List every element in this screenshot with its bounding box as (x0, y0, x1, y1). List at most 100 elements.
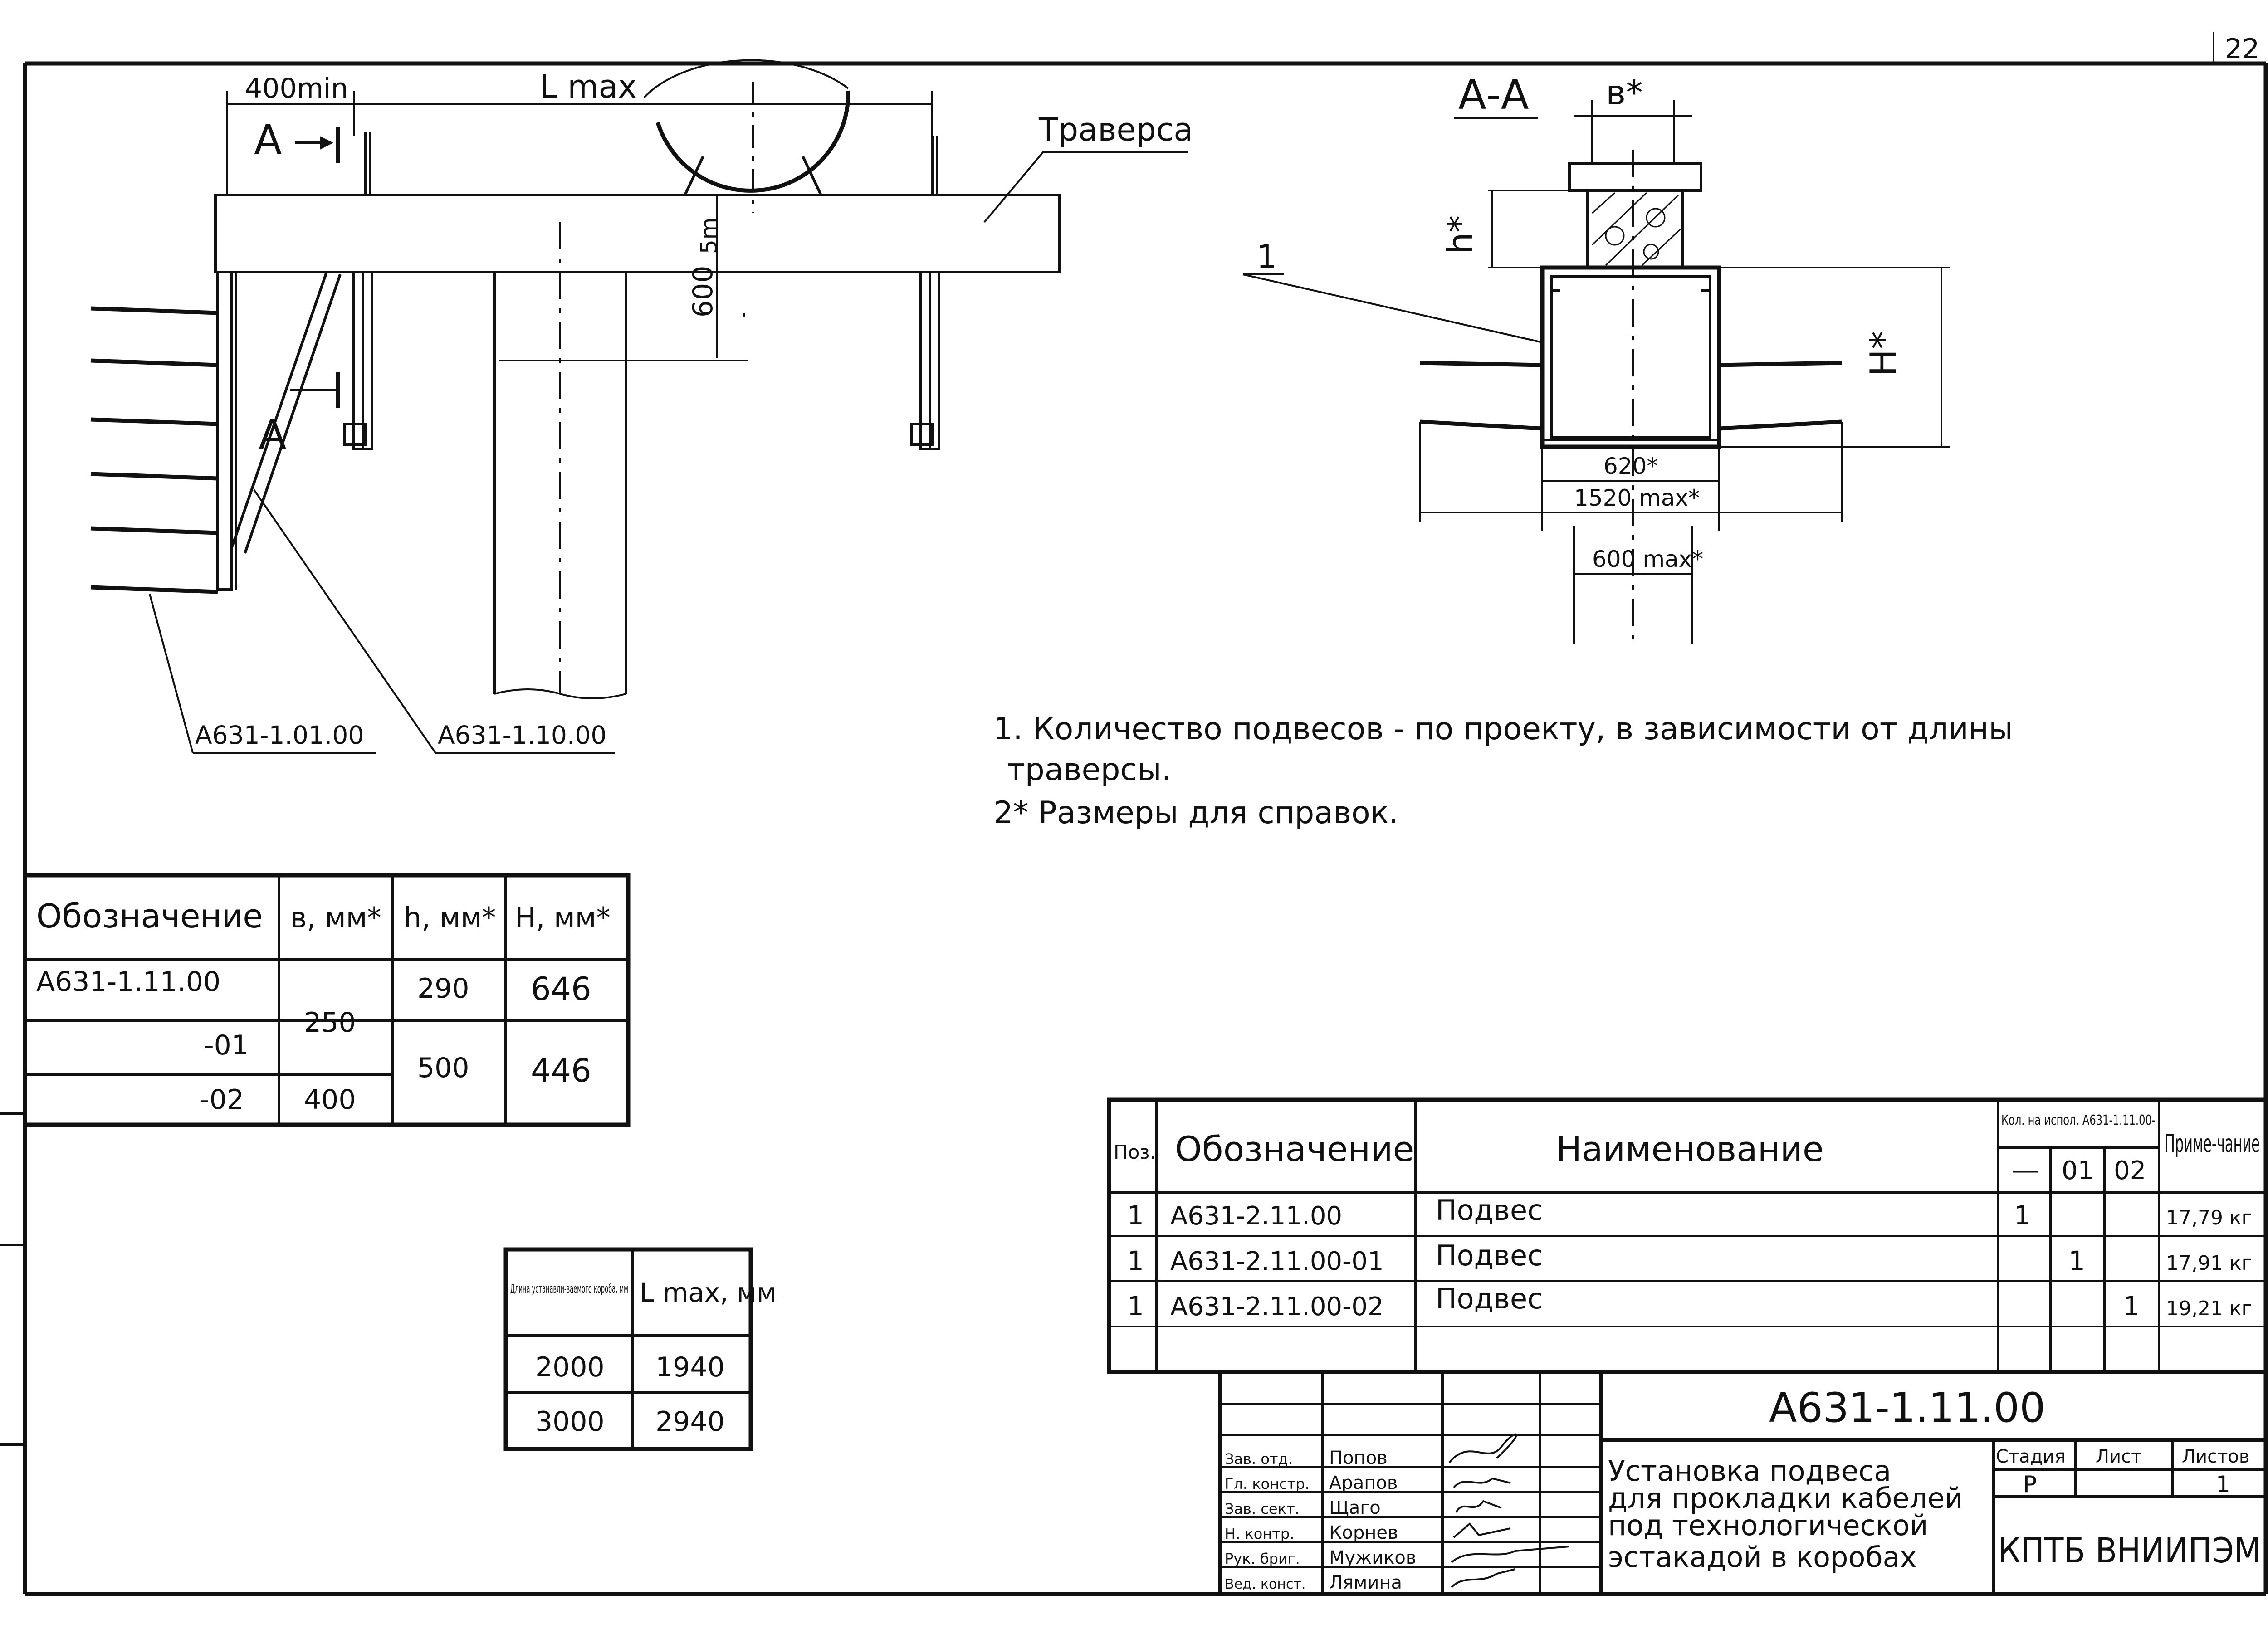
length-row1-lmax: 1940 (655, 1351, 725, 1383)
dims-row1-designation: А631-1.11.00 (36, 966, 220, 998)
title-line-4: эстакадой в коробах (1608, 1541, 1916, 1574)
dim-h: h* (1440, 215, 1480, 254)
role-4: Н. контр. (1225, 1525, 1294, 1542)
role-2: Гл. констр. (1225, 1475, 1310, 1493)
spec-row3-name: Подвес (1436, 1282, 1543, 1315)
dim-lmax: L max (540, 68, 637, 105)
length-header-right: L max, мм (640, 1277, 777, 1308)
dim-b: в* (1606, 73, 1643, 112)
spec-header-qty: Кол. на испол. А631-1.11.00- (2001, 1112, 2156, 1128)
name-5: Мужиков (1329, 1547, 1416, 1568)
dims-header-designation: Обозначение (36, 897, 263, 935)
callout-a631-1-10: А631-1.10.00 (438, 721, 606, 750)
dims-row2-designation: -01 (204, 1029, 249, 1061)
length-table: Длина устанавли-ваемого короба, мм L max… (503, 1247, 777, 1451)
name-1: Попов (1329, 1448, 1388, 1468)
spec-qty-col-0: — (2012, 1154, 2039, 1186)
title-line-1: Установка подвеса (1608, 1454, 1891, 1488)
cable-post (90, 271, 365, 594)
dims-header-H: H, мм* (515, 901, 611, 934)
elevation-view: 400min L max 5m 600 A A Траверса А631-1.… (90, 59, 1193, 754)
doc-code: А631-1.11.00 (1769, 1384, 2045, 1432)
dim-620: 620* (1603, 453, 1658, 479)
callout-a631-1-01: А631-1.01.00 (195, 721, 364, 750)
spec-row1-pos: 1 (1127, 1200, 1144, 1231)
spec-row2-pos: 1 (1127, 1245, 1144, 1276)
hatch (1591, 192, 1681, 266)
length-row2-length: 3000 (535, 1406, 605, 1438)
dims-header-b: в, мм* (290, 901, 381, 934)
name-3: Щаго (1329, 1497, 1381, 1518)
name-6: Лямина (1329, 1572, 1402, 1593)
dims-row3-designation: -02 (200, 1084, 244, 1116)
dims-header-h: h, мм* (404, 901, 496, 934)
page-mark: 22 (2225, 33, 2259, 65)
length-header-left: Длина устанавли-ваемого короба, мм (510, 1282, 628, 1296)
traverse-beam (214, 194, 1061, 273)
dim-5m: 5m (696, 217, 722, 254)
spec-header-name: Наименование (1556, 1129, 1824, 1169)
length-row2-lmax: 2940 (655, 1406, 725, 1438)
dim-400min: 400min (245, 73, 348, 104)
dim-600: 600 (687, 265, 719, 317)
name-4: Корнев (1329, 1522, 1398, 1543)
spec-row2-note: 17,91 кг (2166, 1252, 2252, 1275)
spec-header-designation: Обозначение (1175, 1129, 1414, 1169)
sheets-label: Листов (2182, 1446, 2249, 1467)
spec-row1-designation: А631-2.11.00 (1170, 1201, 1342, 1231)
pipe-section (643, 59, 850, 213)
dims-row1-h: 290 (417, 973, 469, 1005)
dimension-lines (226, 91, 933, 361)
spec-header-pos: Поз. (1114, 1141, 1156, 1163)
signatures (1448, 1433, 1570, 1588)
section-mark-lower: A (259, 411, 287, 459)
role-1: Зав. отд. (1225, 1450, 1293, 1468)
spec-row1-note: 17,79 кг (2166, 1206, 2252, 1229)
section-mark-upper: A (254, 117, 282, 164)
role-6: Вед. конст. (1225, 1576, 1305, 1592)
note-1-cont: траверсы. (1007, 752, 1171, 788)
note-1: 1. Количество подвесов - по проекту, в з… (993, 711, 2013, 747)
length-row1-length: 2000 (535, 1351, 605, 1383)
dims-row1-H: 646 (531, 971, 591, 1008)
spec-row3-designation: А631-2.11.00-02 (1170, 1292, 1384, 1322)
name-2: Арапов (1329, 1473, 1398, 1493)
spec-row2-name: Подвес (1436, 1239, 1543, 1272)
column (493, 222, 627, 699)
spec-row3-note: 19,21 кг (2166, 1297, 2252, 1320)
spec-qty-col-1: 01 (2062, 1156, 2094, 1185)
spec-qty-col-2: 02 (2114, 1156, 2146, 1185)
dims-row3-b: 400 (304, 1084, 356, 1116)
spec-row2-q1: 1 (2068, 1245, 2085, 1276)
notes: 1. Количество подвесов - по проекту, в з… (993, 711, 2013, 831)
title-line-3: под технологической (1608, 1509, 1928, 1542)
spec-row3-q2: 1 (2123, 1291, 2140, 1322)
spec-header-note: Приме-чание (2165, 1129, 2260, 1158)
dimensions-table: Обозначение в, мм* h, мм* H, мм* А631-1.… (23, 873, 631, 1127)
dim-1520: 1520 max* (1574, 485, 1700, 511)
note-2: 2* Размеры для справок. (993, 795, 1398, 831)
dim-H: H* (1862, 331, 1905, 376)
title-block: А631-1.11.00 Зав. отд. Попов Гл. констр.… (1218, 1372, 2266, 1594)
sheet-label: Лист (2096, 1446, 2141, 1467)
stage-value: Р (2023, 1471, 2037, 1497)
traverse-label: Траверса (1038, 111, 1193, 148)
stage-label: Стадия (1996, 1446, 2065, 1467)
title-line-2: для прокладки кабелей (1608, 1482, 1963, 1515)
spec-row3-pos: 1 (1127, 1291, 1144, 1322)
spec-row1-q0: 1 (2014, 1200, 2031, 1231)
dims-row2-H: 446 (531, 1052, 591, 1089)
left-hanger-rod (343, 132, 373, 450)
spec-row2-designation: А631-2.11.00-01 (1170, 1247, 1384, 1276)
dims-row1-b: 250 (304, 1007, 356, 1039)
section-a-a: А-А в* h* (1242, 71, 1950, 644)
spec-row1-name: Подвес (1436, 1194, 1543, 1227)
role-3: Зав. сект. (1225, 1500, 1300, 1517)
pos-mark-1: 1 (1256, 238, 1277, 275)
dims-row2-h: 500 (417, 1052, 469, 1084)
specification-table: Поз. Обозначение Наименование Кол. на ис… (1107, 1097, 2268, 1374)
section-title: А-А (1458, 71, 1529, 119)
right-hanger-rod (910, 136, 940, 450)
role-5: Рук. бриг. (1225, 1550, 1300, 1567)
